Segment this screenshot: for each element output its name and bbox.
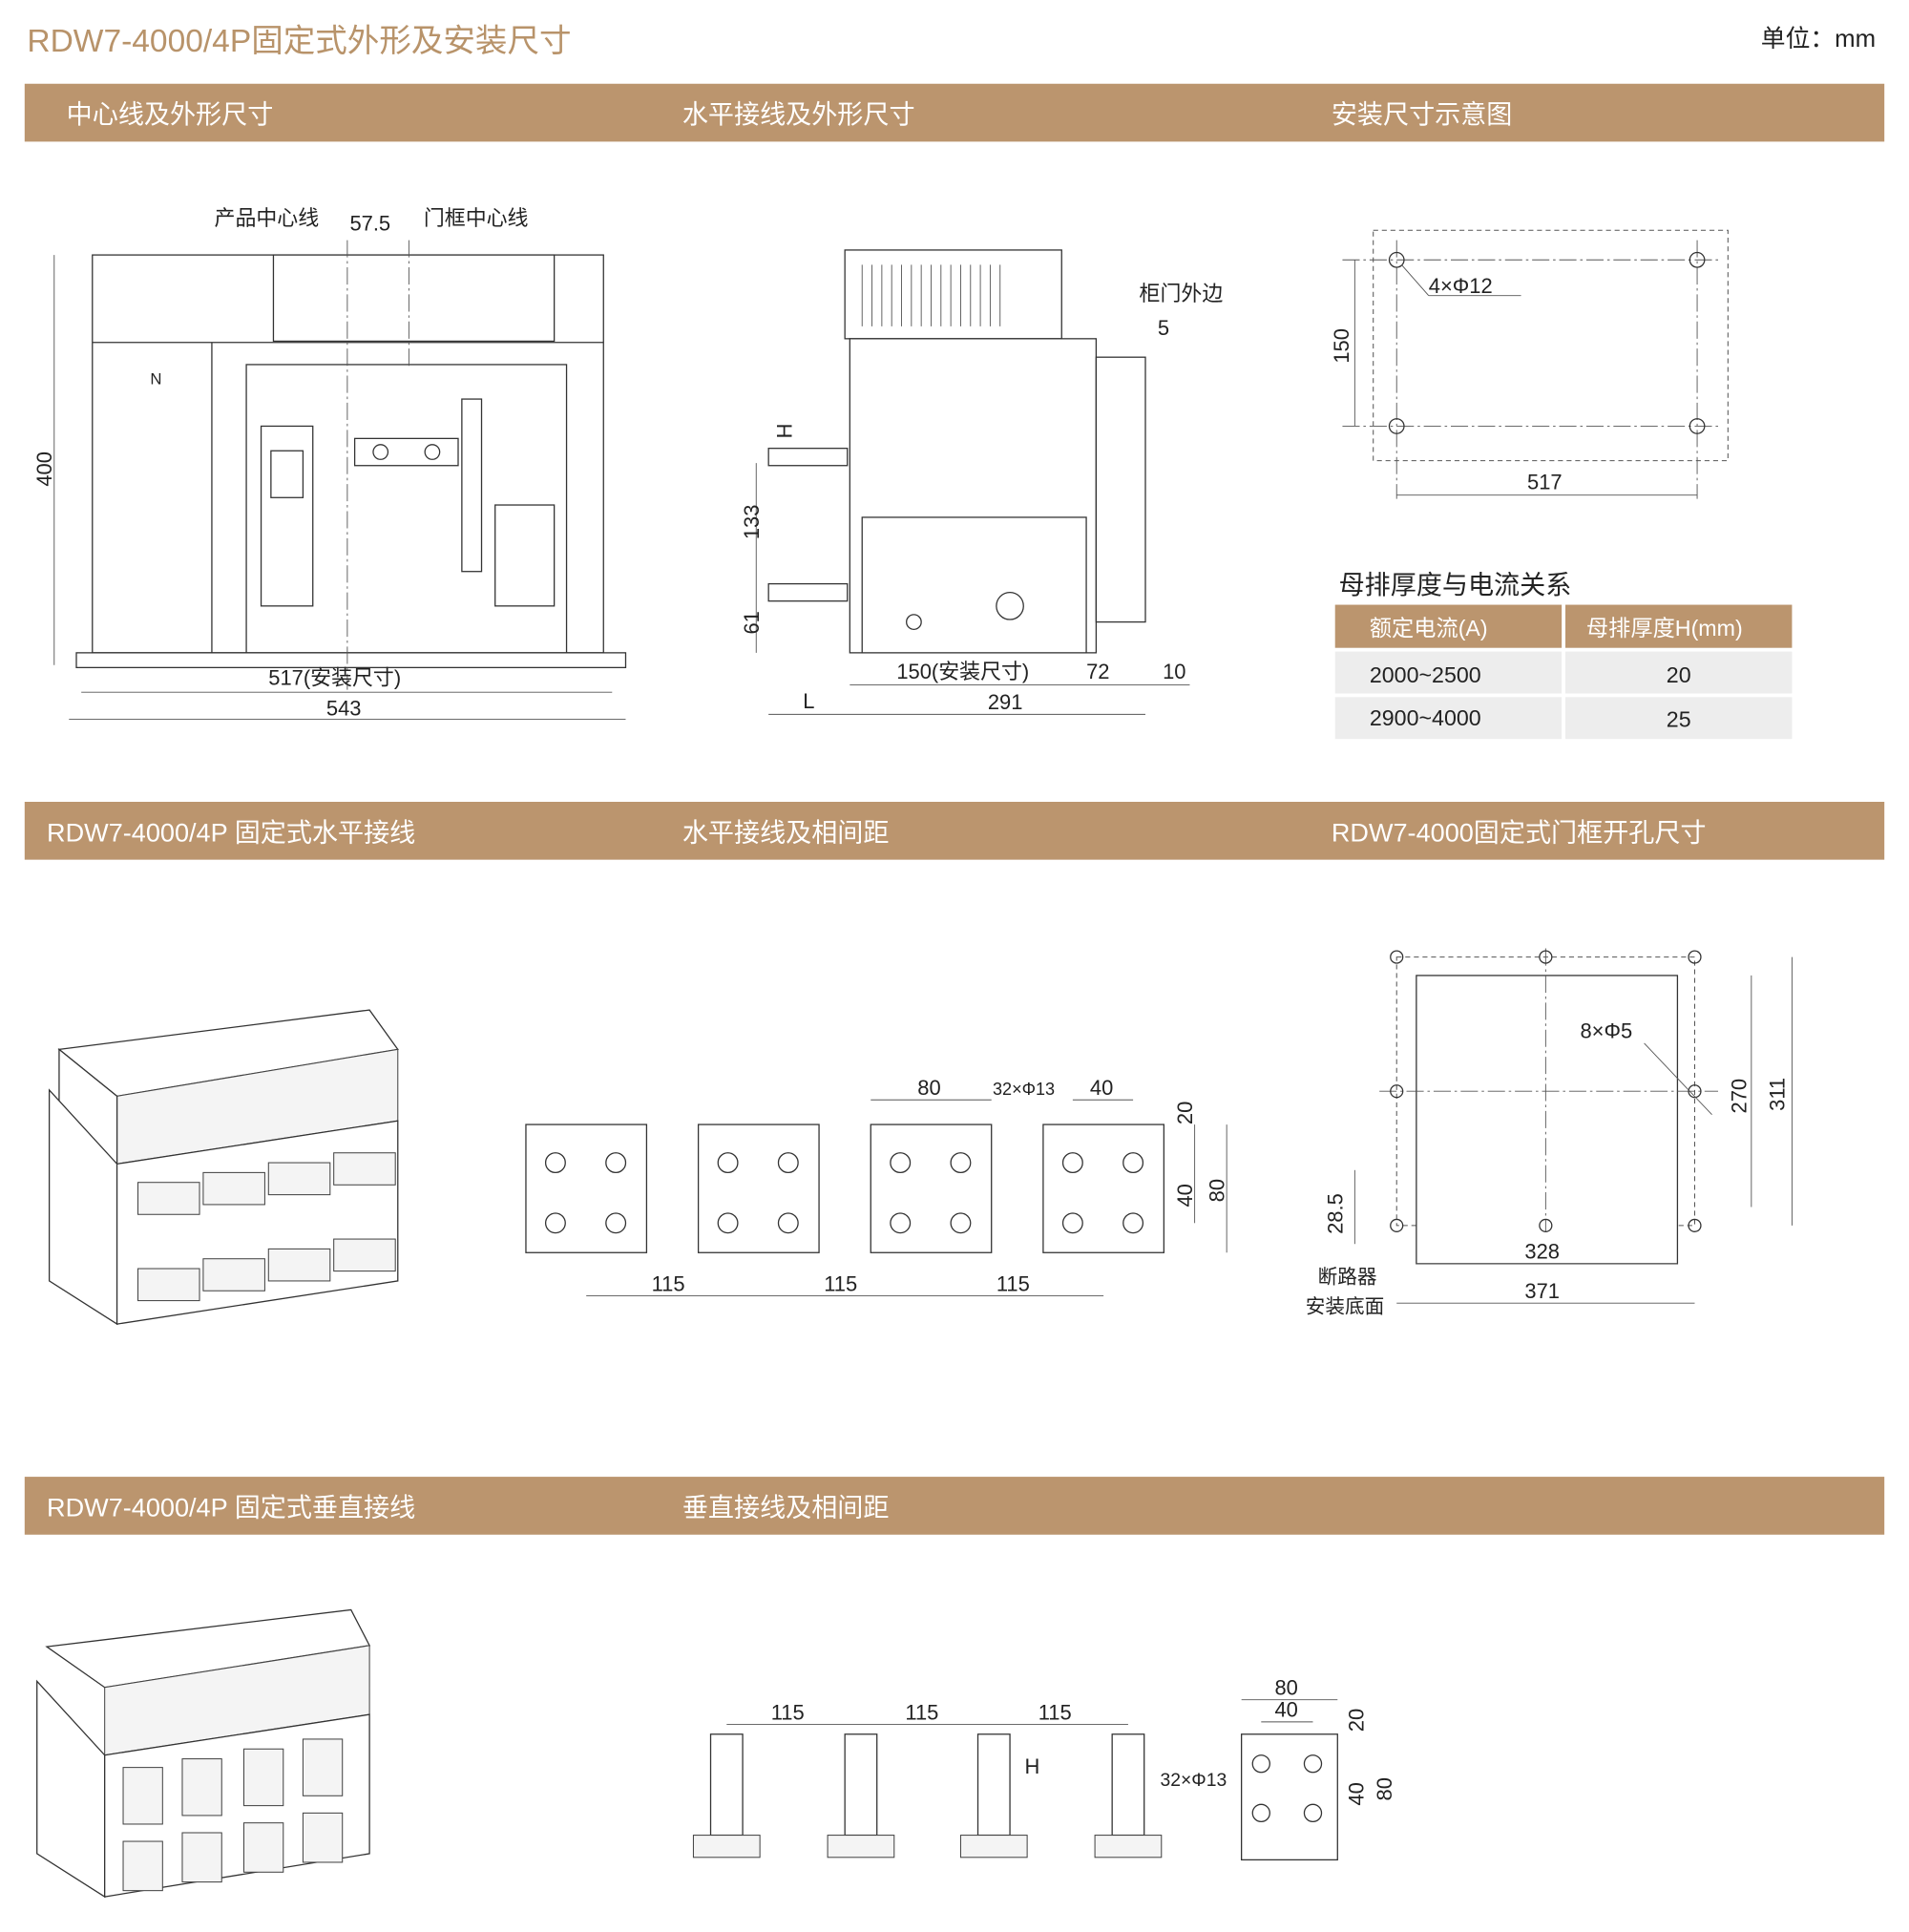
mount-plan-drawing: 4×Φ12 150 517: [1330, 229, 1729, 499]
mount-dim-150: 150: [1330, 328, 1353, 364]
table-cell: 2000~2500: [1370, 662, 1481, 687]
header-mount-diagram: 安装尺寸示意图: [1332, 99, 1513, 129]
page-title: RDW7-4000/4P固定式外形及安装尺寸: [27, 23, 571, 59]
dim-l: L: [803, 689, 814, 713]
h-holes-label: 32×Φ13: [993, 1080, 1055, 1099]
dim-72: 72: [1086, 660, 1109, 683]
door-edge-label: 柜门外边: [1140, 282, 1224, 305]
v-dim-20: 20: [1344, 1709, 1368, 1732]
header-horizontal-outline: 水平接线及外形尺寸: [682, 99, 915, 129]
header-vertical-spacing: 垂直接线及相间距: [682, 1492, 890, 1522]
mount-width-dim: 517(安装尺寸): [268, 665, 401, 689]
v-pitch-2: 115: [905, 1700, 938, 1724]
mount-holes-label: 4×Φ12: [1429, 274, 1493, 298]
product-centerline-label: 产品中心线: [215, 206, 320, 230]
table-row: 2000~2500 20: [1370, 662, 1691, 687]
dim-10: 10: [1163, 660, 1185, 683]
busbar-table: 母排厚度与电流关系 额定电流(A) 母排厚度H(mm) 2000~2500 20…: [1334, 570, 1793, 740]
door-dim-270: 270: [1728, 1079, 1752, 1114]
v-pitch-1: 115: [771, 1700, 805, 1724]
section-header-1: 中心线及外形尺寸 水平接线及外形尺寸 安装尺寸示意图: [24, 83, 1885, 142]
col-rated-current: 额定电流(A): [1370, 616, 1488, 640]
door-dim-311: 311: [1766, 1078, 1790, 1111]
h-dim-40-vertical: 40: [1173, 1184, 1197, 1207]
door-cutout-drawing: 8×Φ5 270 311 28.5 断路器 安装底面 328 371: [1306, 948, 1793, 1317]
h-dim-20: 20: [1173, 1102, 1197, 1124]
h-pitch-1: 115: [652, 1271, 685, 1295]
centerline-offset-dim: 57.5: [349, 211, 390, 235]
table-cell: 25: [1667, 706, 1691, 731]
header-horizontal-spacing: 水平接线及相间距: [682, 817, 890, 847]
busbar-thickness-h: H: [773, 424, 797, 439]
h-pitch-3: 115: [996, 1271, 1030, 1295]
overall-width-dim: 543: [326, 697, 362, 721]
door-dim-328: 328: [1524, 1240, 1560, 1264]
height-dim: 400: [32, 452, 56, 487]
door-holes-label: 8×Φ5: [1580, 1019, 1632, 1043]
mount-depth-dim: 150(安装尺寸): [896, 660, 1029, 683]
side-view-drawing: 柜门外边 5 H 133 61 150(安装尺寸) 72 10 L 291: [740, 249, 1224, 715]
unit-label: 单位：mm: [1761, 25, 1876, 52]
dim-133: 133: [740, 505, 764, 540]
section-header-2: RDW7-4000/4P 固定式水平接线 水平接线及相间距 RDW7-4000固…: [24, 802, 1885, 860]
header-fixed-vertical: RDW7-4000/4P 固定式垂直接线: [47, 1492, 415, 1522]
h-pitch-2: 115: [824, 1271, 857, 1295]
v-dim-40-vertical: 40: [1344, 1782, 1368, 1805]
header-door-cutout: RDW7-4000固定式门框开孔尺寸: [1332, 817, 1707, 847]
v-dim-80: 80: [1274, 1675, 1297, 1699]
door-dim-28-5: 28.5: [1323, 1193, 1347, 1234]
table-cell: 2900~4000: [1370, 705, 1481, 730]
table-cell: 20: [1667, 662, 1691, 687]
v-holes-label: 32×Φ13: [1160, 1770, 1227, 1791]
header-outline-dims: 中心线及外形尺寸: [67, 99, 274, 129]
vertical-spacing-drawing: 115 115 115 H 80 40 20 32×Φ13 40 80: [692, 1675, 1396, 1861]
h-dim-80-vertical: 80: [1206, 1179, 1229, 1202]
front-view-drawing: N 产品中心线 57.5 门框中心线 400 517(安装尺寸) 543: [32, 206, 627, 721]
header-fixed-horizontal: RDW7-4000/4P 固定式水平接线: [47, 817, 415, 847]
horizontal-spacing-drawing: 80 32×Φ13 40 20 40 80 115 115 115: [525, 1076, 1229, 1296]
v-dim-40: 40: [1274, 1698, 1297, 1722]
dim-291: 291: [988, 690, 1023, 714]
base-label-1: 断路器: [1318, 1267, 1377, 1289]
dim-61: 61: [740, 611, 764, 634]
base-label-2: 安装底面: [1306, 1295, 1385, 1317]
door-gap-dim: 5: [1158, 316, 1169, 340]
col-busbar-thickness: 母排厚度H(mm): [1586, 616, 1743, 640]
busbar-table-title: 母排厚度与电流关系: [1339, 570, 1572, 599]
mount-dim-517: 517: [1527, 470, 1563, 494]
breaker-3d-vertical-image: [36, 1608, 371, 1899]
table-row: 2900~4000 25: [1370, 705, 1691, 731]
h-dim-40: 40: [1090, 1076, 1113, 1100]
breaker-3d-horizontal-image: [48, 1009, 399, 1326]
door-centerline-label: 门框中心线: [424, 206, 529, 230]
h-dim-80: 80: [917, 1076, 940, 1100]
v-pitch-3: 115: [1038, 1700, 1072, 1724]
door-dim-371: 371: [1524, 1279, 1560, 1303]
v-dim-80-vertical: 80: [1373, 1777, 1396, 1800]
section-header-3: RDW7-4000/4P 固定式垂直接线 垂直接线及相间距: [24, 1477, 1885, 1535]
v-dim-h: H: [1025, 1754, 1040, 1778]
neutral-pole-mark: N: [150, 370, 161, 388]
